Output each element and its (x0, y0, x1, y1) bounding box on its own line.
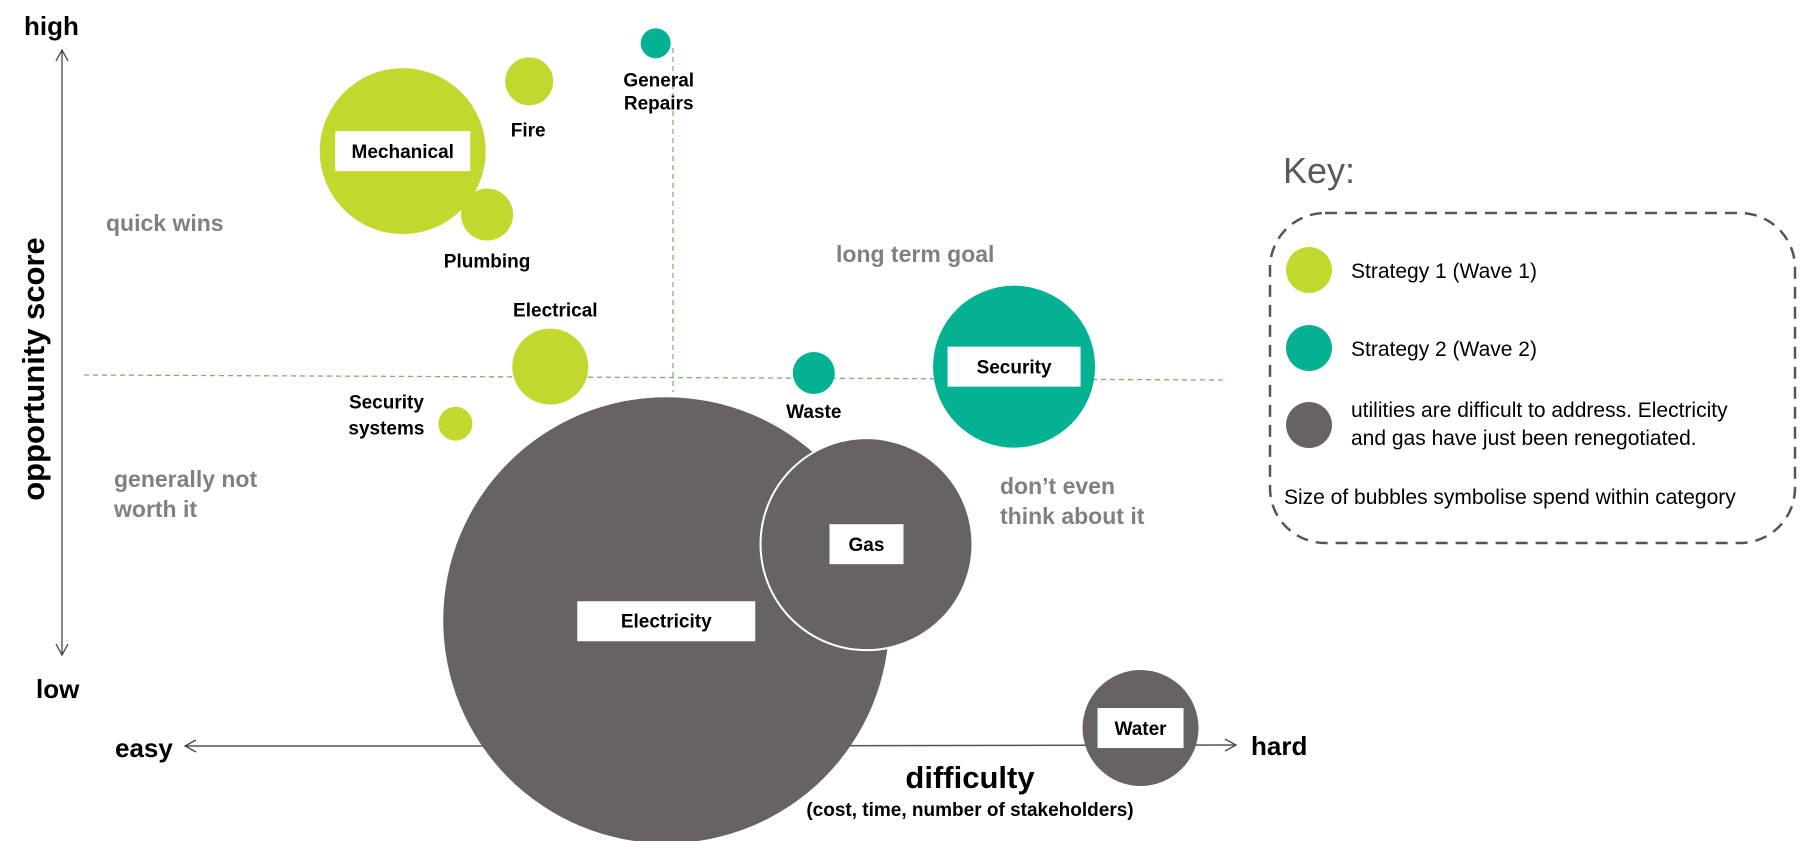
quadrant-quick-wins: quick wins (106, 210, 224, 236)
quadrant-line: generally not (114, 466, 257, 492)
bubble-label-box-security (947, 346, 1081, 387)
bubble-general-repairs (640, 28, 671, 59)
legend: Key: Strategy 1 (Wave 1) Strategy 2 (Wav… (1268, 150, 1797, 545)
bubble-label-security: Security (977, 358, 1052, 379)
legend-title: Key: (1283, 150, 1355, 191)
quadrant-dont-even-think: don’t even think about it (1000, 473, 1145, 529)
bubble-label-waste: Waste (786, 402, 841, 423)
y-axis-high-label: high (24, 11, 79, 41)
y-axis-low-label: low (36, 674, 80, 704)
bubble-label-plumbing: Plumbing (444, 252, 531, 273)
bubble-label-fire: Fire (511, 120, 546, 141)
x-axis-hard-label: hard (1251, 731, 1307, 761)
legend-swatch-strategy1 (1286, 247, 1332, 293)
x-axis-easy-label: easy (115, 733, 173, 763)
bubble-security-systems (438, 406, 473, 441)
quadrant-line: worth it (113, 496, 197, 522)
legend-label-strategy2: Strategy 2 (Wave 2) (1351, 338, 1537, 361)
bubble-label-box-water (1097, 708, 1184, 749)
bubble-label-electrical: Electrical (513, 301, 598, 322)
bubble-label-security-systems: Security (349, 393, 424, 414)
legend-label-utilities: utilities are difficult to address. Elec… (1351, 399, 1733, 450)
bubble-label-box-electricity (577, 601, 756, 642)
x-axis-title: difficulty (905, 760, 1035, 795)
legend-line: and gas have just been renegotiated. (1351, 427, 1697, 450)
bubble-label-gas: Gas (849, 535, 885, 556)
quadrant-generally-not-worth-it: generally not worth it (113, 466, 264, 522)
x-axis-subtitle: (cost, time, number of stakeholders) (806, 800, 1133, 821)
bubble-label-box-mechanical (335, 131, 471, 172)
legend-swatch-strategy2 (1286, 325, 1332, 371)
legend-line: utilities are difficult to address. Elec… (1351, 399, 1728, 422)
bubble-label-mechanical: Mechanical (352, 142, 454, 163)
bubble-label-water: Water (1114, 719, 1167, 740)
bubble-electrical (512, 328, 589, 405)
bubble-waste (792, 352, 835, 394)
bubble-label-general-repairs: Repairs (624, 93, 694, 114)
quadrant-long-term-goal: long term goal (836, 241, 994, 267)
legend-footnote: Size of bubbles symbolise spend within c… (1284, 486, 1736, 509)
y-axis-title: opportunity score (16, 237, 51, 501)
quadrant-dividers (83, 48, 1226, 392)
bubble-label-electricity: Electricity (621, 611, 712, 632)
bubble-plumbing (461, 188, 514, 241)
bubble-fire (505, 57, 554, 106)
legend-label-strategy1: Strategy 1 (Wave 1) (1351, 260, 1537, 283)
horizontal-divider (83, 374, 1226, 381)
bubble-label-security-systems: systems (348, 419, 424, 440)
legend-swatch-utilities (1286, 402, 1332, 448)
legend-frame (1268, 211, 1797, 545)
bubble-label-box-gas (829, 524, 904, 565)
quadrant-line: don’t even (1000, 473, 1115, 499)
bubble-label-general-repairs: General (623, 70, 694, 91)
quadrant-line: think about it (1000, 503, 1145, 529)
